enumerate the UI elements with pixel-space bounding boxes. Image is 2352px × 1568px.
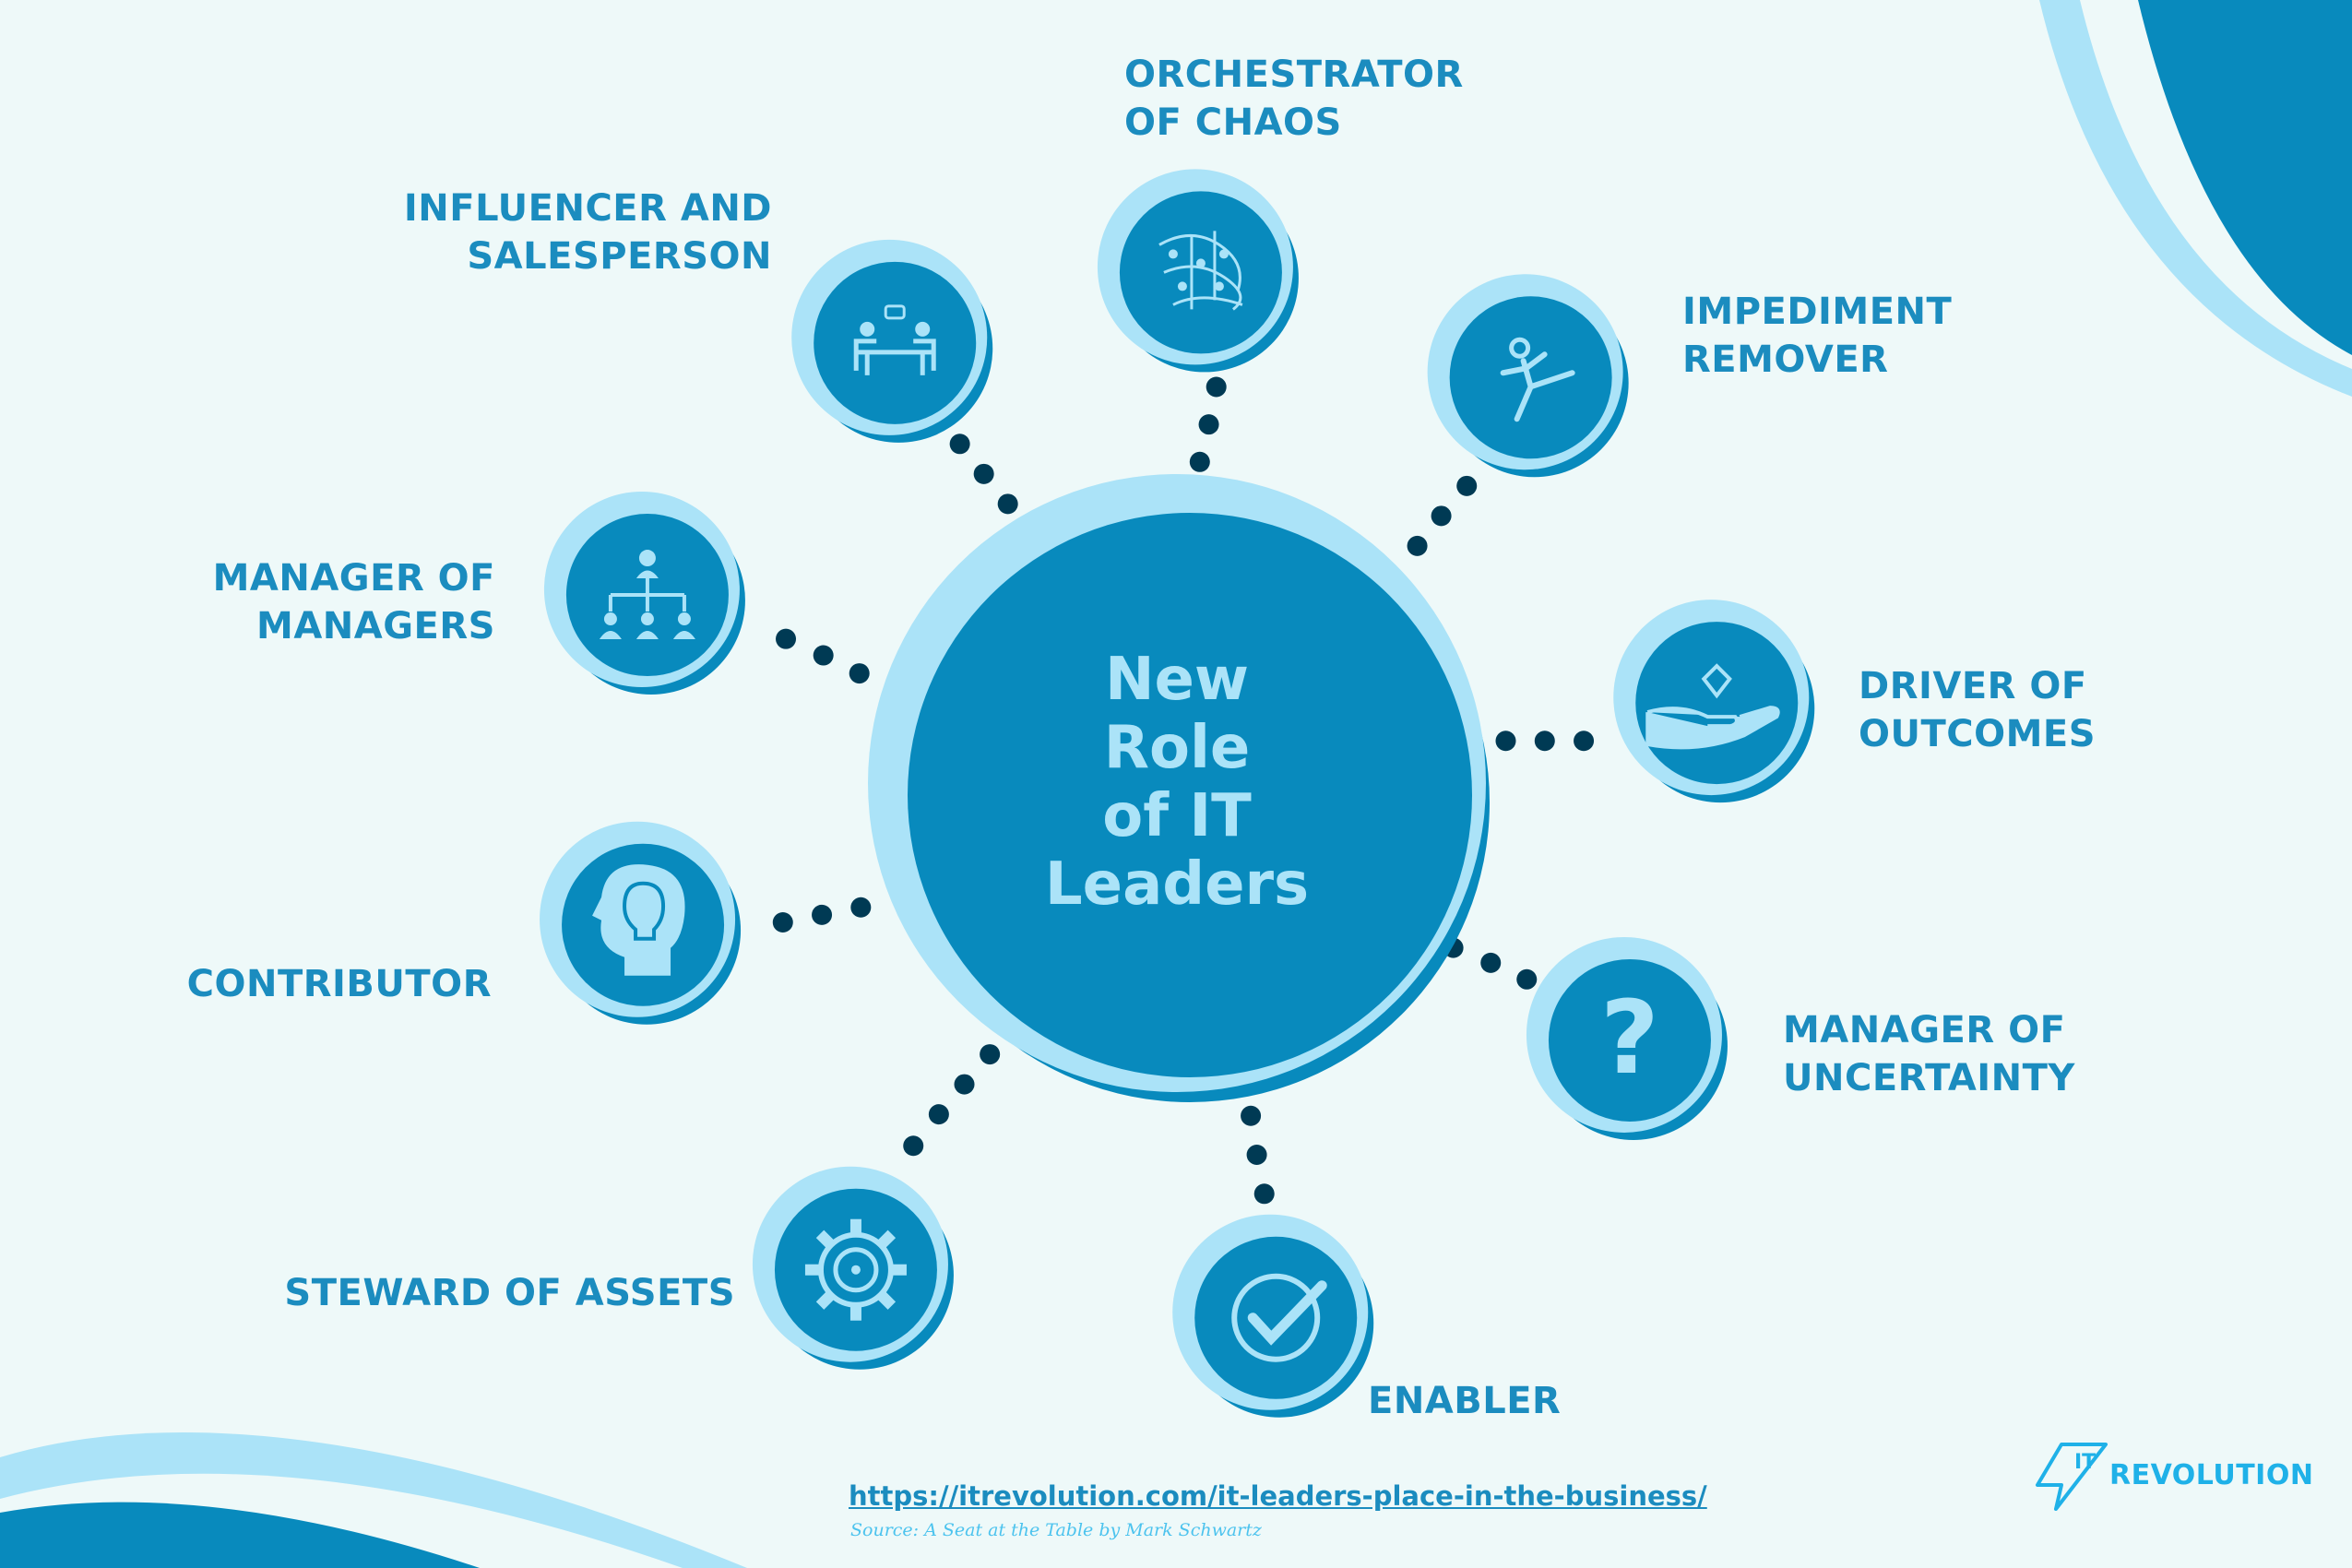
- connector-dot: [1456, 475, 1478, 496]
- label-contributor: CONTRIBUTOR: [187, 960, 492, 1008]
- connector-dot: [973, 463, 994, 484]
- label-line: OF CHAOS: [1124, 101, 1342, 144]
- role-node-enabler: [1172, 1214, 1374, 1418]
- connector-dot: [1407, 535, 1428, 556]
- source-url-link[interactable]: https://itrevolution.com/it-leaders-plac…: [849, 1480, 1707, 1512]
- label-driver: DRIVER OF OUTCOMES: [1859, 662, 2096, 758]
- label-steward: STEWARD OF ASSETS: [284, 1269, 735, 1317]
- lightning-bolt-icon: IT: [2036, 1443, 2108, 1511]
- connector-dot: [1206, 376, 1227, 398]
- svg-text:?: ?: [1600, 979, 1659, 1097]
- connector-dot: [1241, 1105, 1262, 1126]
- connector-dot: [928, 1104, 949, 1125]
- role-node-influencer: [791, 239, 993, 443]
- connector-dot: [776, 628, 797, 649]
- connector-dot: [813, 645, 834, 666]
- label-line: SALESPERSON: [467, 235, 772, 278]
- role-node-impediment: [1427, 274, 1629, 478]
- hand-diamond-icon: [1645, 663, 1780, 750]
- label-influencer: INFLUENCER AND SALESPERSON: [404, 184, 772, 280]
- connector-dot: [812, 904, 833, 925]
- connector-dot: [949, 434, 970, 455]
- center-title: New Role of IT Leaders: [992, 646, 1361, 919]
- label-impediment: IMPEDIMENT REMOVER: [1682, 288, 1952, 384]
- question-mark-icon: ?: [1600, 979, 1659, 1097]
- label-managers: MANAGER OF MANAGERS: [213, 554, 495, 650]
- connector-dot: [1574, 731, 1595, 752]
- label-enabler: ENABLER: [1368, 1377, 1561, 1425]
- connector-dot: [1189, 451, 1210, 472]
- label-line: MANAGER OF: [212, 557, 495, 600]
- center-title-line: of IT: [1102, 782, 1252, 850]
- role-node-uncertainty: ?: [1526, 936, 1728, 1140]
- label-line: INFLUENCER AND: [403, 187, 772, 230]
- label-line: ENABLER: [1368, 1380, 1562, 1422]
- corner-decoration-top-right: [2039, 0, 2352, 397]
- checkmark-icon: [1231, 1273, 1327, 1362]
- label-line: UNCERTAINTY: [1783, 1057, 2075, 1099]
- label-line: ORCHESTRATOR: [1124, 53, 1464, 96]
- head-lightbulb-icon: [592, 864, 685, 976]
- label-line: IMPEDIMENT: [1682, 291, 1953, 333]
- it-revolution-logo: IT REVOLUTION: [2034, 1441, 2313, 1511]
- kicking-person-icon: [1500, 337, 1575, 422]
- label-line: STEWARD OF ASSETS: [284, 1272, 735, 1314]
- center-title-line: Role: [1103, 714, 1251, 782]
- connector-dot: [1431, 505, 1452, 527]
- label-orchestrator: ORCHESTRATOR OF CHAOS: [1124, 51, 1464, 147]
- label-line: OUTCOMES: [1859, 713, 2097, 755]
- connector-dot: [1198, 414, 1219, 435]
- connector-dot: [1534, 731, 1555, 752]
- label-line: MANAGERS: [256, 605, 495, 647]
- connector-dot: [849, 663, 870, 684]
- connector-dot: [1253, 1183, 1275, 1205]
- gear-icon: [804, 1218, 907, 1321]
- role-node-steward: [752, 1166, 954, 1370]
- role-node-orchestrator: [1097, 169, 1299, 373]
- connector-dot: [980, 1044, 1001, 1065]
- label-line: MANAGER OF: [1783, 1009, 2066, 1051]
- play-diagram-icon: [1158, 231, 1243, 311]
- role-node-managers: [543, 492, 745, 695]
- center-title-line: Leaders: [1044, 850, 1310, 919]
- connector-dot: [954, 1074, 975, 1095]
- source-citation: Source: A Seat at the Table by Mark Schw…: [850, 1520, 1262, 1540]
- connector-dot: [850, 897, 872, 918]
- meeting-table-icon: [853, 304, 936, 375]
- connector-dot: [1516, 968, 1538, 990]
- label-line: REMOVER: [1682, 339, 1889, 381]
- connector-dot: [772, 911, 793, 932]
- connector-dots: [772, 376, 1595, 1205]
- connector-dot: [1246, 1145, 1267, 1166]
- corner-decoration-bottom-left: [0, 1432, 747, 1568]
- svg-text:IT: IT: [2074, 1451, 2096, 1474]
- logo-text: REVOLUTION: [2109, 1459, 2314, 1491]
- role-node-contributor: [540, 821, 742, 1025]
- connector-dot: [1480, 952, 1502, 973]
- label-line: CONTRIBUTOR: [186, 963, 492, 1005]
- role-node-driver: [1613, 600, 1815, 803]
- connector-dot: [1495, 731, 1516, 752]
- center-circle: [868, 474, 1490, 1102]
- label-uncertainty: MANAGER OF UNCERTAINTY: [1783, 1006, 2075, 1102]
- org-chart-icon: [599, 550, 695, 640]
- connector-dot: [997, 493, 1018, 515]
- center-title-line: New: [1104, 646, 1250, 714]
- label-line: DRIVER OF: [1859, 665, 2087, 707]
- connector-dot: [903, 1135, 924, 1157]
